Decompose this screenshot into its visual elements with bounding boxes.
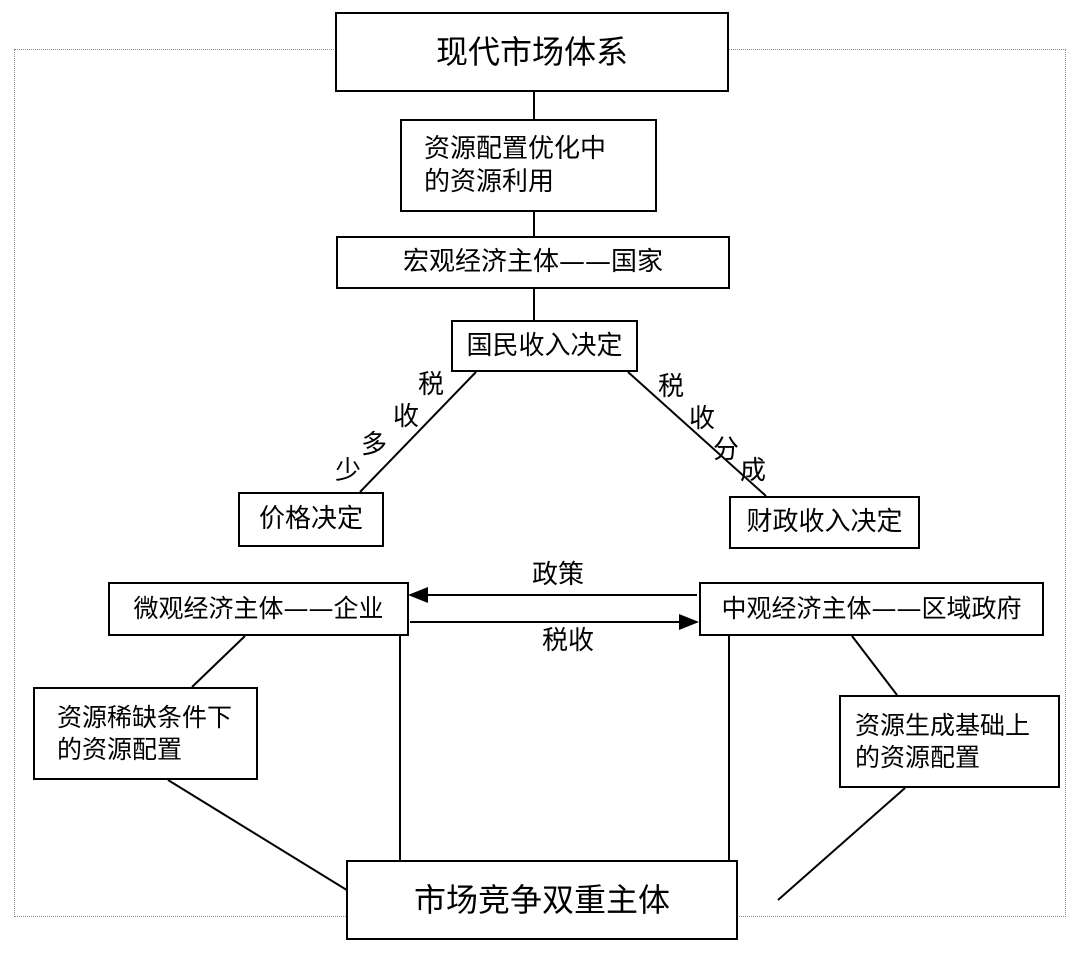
label-left-tax-1: 税 — [418, 370, 445, 400]
link-income-price — [359, 371, 477, 493]
label-policy: 政策 — [532, 560, 585, 590]
link-micro-scarcity — [191, 635, 246, 688]
label-right-tax-1: 税 — [658, 372, 685, 402]
label-left-tax-4: 少 — [335, 456, 362, 486]
label-right-tax-3: 分 — [713, 435, 740, 465]
node-modern-market-system: 现代市场体系 — [335, 12, 729, 92]
node-scarcity-allocation-line2: 的资源配置 — [57, 734, 183, 764]
node-resource-utilization: 资源配置优化中 的资源利用 — [400, 119, 657, 212]
link-generation-bottom — [777, 787, 906, 901]
node-dual-market-subjects: 市场竞争双重主体 — [346, 860, 738, 940]
label-right-tax-4: 成 — [740, 456, 767, 486]
label-tax-revenue: 税收 — [542, 626, 595, 656]
node-macro-subject: 宏观经济主体——国家 — [336, 236, 730, 289]
node-generation-allocation-line1: 资源生成基础上 — [855, 711, 1031, 741]
node-scarcity-allocation-line1: 资源稀缺条件下 — [57, 703, 233, 733]
label-left-tax-2: 收 — [393, 402, 420, 432]
label-left-tax-3: 多 — [361, 430, 388, 460]
node-meso-subject: 中观经济主体——区域政府 — [699, 582, 1044, 636]
link-scarcity-bottom — [167, 779, 351, 893]
node-fiscal-revenue: 财政收入决定 — [729, 496, 920, 549]
node-resource-utilization-line2: 的资源利用 — [424, 166, 555, 197]
label-right-tax-2: 收 — [689, 404, 716, 434]
link-income-fiscal — [627, 371, 767, 497]
node-price-determination: 价格决定 — [238, 492, 384, 547]
node-national-income: 国民收入决定 — [451, 320, 638, 372]
node-resource-utilization-line1: 资源配置优化中 — [424, 134, 607, 164]
node-scarcity-allocation: 资源稀缺条件下 的资源配置 — [33, 687, 258, 780]
node-generation-allocation-line2: 的资源配置 — [855, 742, 981, 772]
node-micro-subject: 微观经济主体——企业 — [108, 582, 409, 636]
node-generation-allocation: 资源生成基础上 的资源配置 — [839, 695, 1060, 788]
link-meso-generation — [851, 635, 898, 696]
